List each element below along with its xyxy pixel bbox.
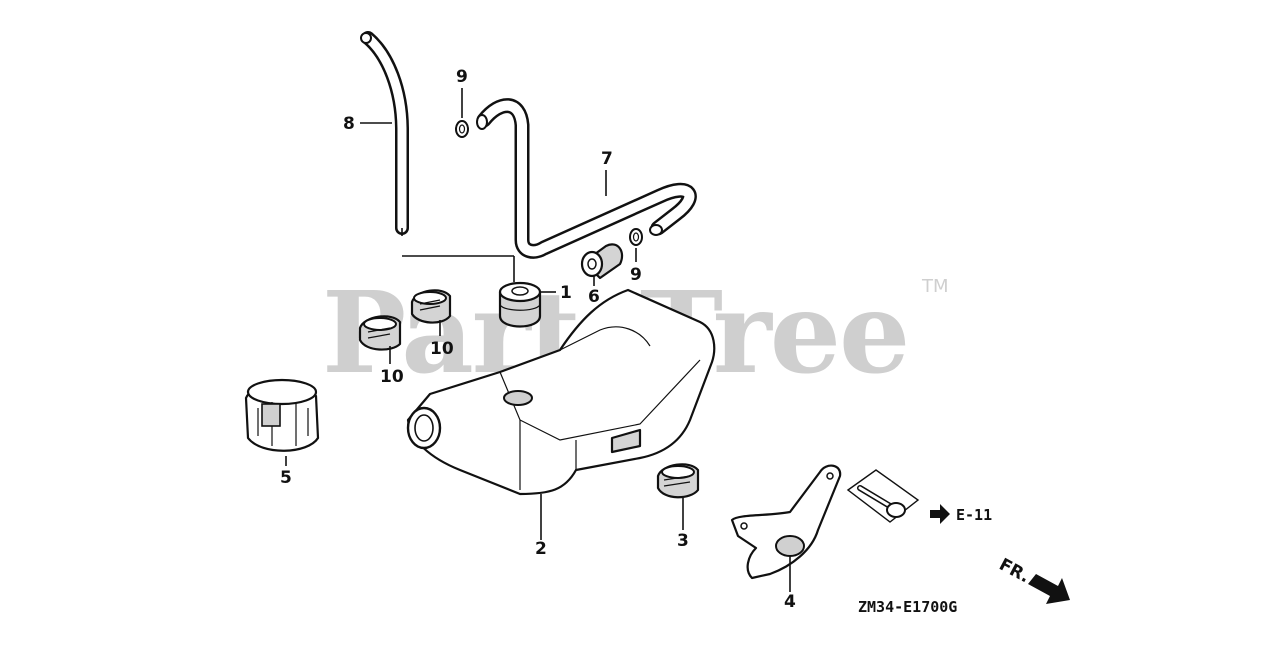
front-direction-indicator: FR. [996,555,1070,604]
breather-tube-part-8[interactable] [360,31,409,236]
fuel-joint-part-6[interactable] [580,243,624,280]
tube-clip-part-9-top[interactable] [455,120,469,138]
front-arrow-icon [1028,574,1070,604]
callout-7[interactable]: 7 [601,149,613,169]
tank-bracket-part-4[interactable] [730,464,842,580]
diagram-code: ZM34-E1700G [858,598,957,616]
callout-1[interactable]: 1 [560,283,572,303]
callout-2[interactable]: 2 [535,539,547,559]
callout-8[interactable]: 8 [343,114,355,134]
callout-10-left[interactable]: 10 [380,367,404,387]
tank-mount-rubber-part-10-top[interactable] [410,289,452,324]
callout-4[interactable]: 4 [784,592,796,612]
callout-labels: 8 9 7 1 6 9 10 10 5 2 3 4 [280,67,796,612]
tube-clip-part-9-right[interactable] [629,228,643,246]
tank-mount-rubber-part-10-left[interactable] [358,315,402,351]
grommet-part-1[interactable] [498,281,542,328]
watermark-trademark: TM [921,276,949,297]
reference-arrow[interactable]: E-11 [930,504,992,524]
callout-3[interactable]: 3 [677,531,689,551]
bolt-inset [846,469,920,523]
callout-leaders [285,88,791,592]
fuel-tank-part-2[interactable] [406,288,716,496]
callout-9-right[interactable]: 9 [630,265,642,285]
callout-10-top[interactable]: 10 [430,339,454,359]
tank-mount-rubber-part-3[interactable] [656,463,700,499]
front-label: FR. [996,555,1033,587]
callout-6[interactable]: 6 [588,287,600,307]
fuel-tube-part-7[interactable] [476,98,697,259]
callout-5[interactable]: 5 [280,468,292,488]
callout-9-top[interactable]: 9 [456,67,468,87]
reference-label: E-11 [956,506,992,524]
fuel-cap-part-5[interactable] [244,378,320,452]
